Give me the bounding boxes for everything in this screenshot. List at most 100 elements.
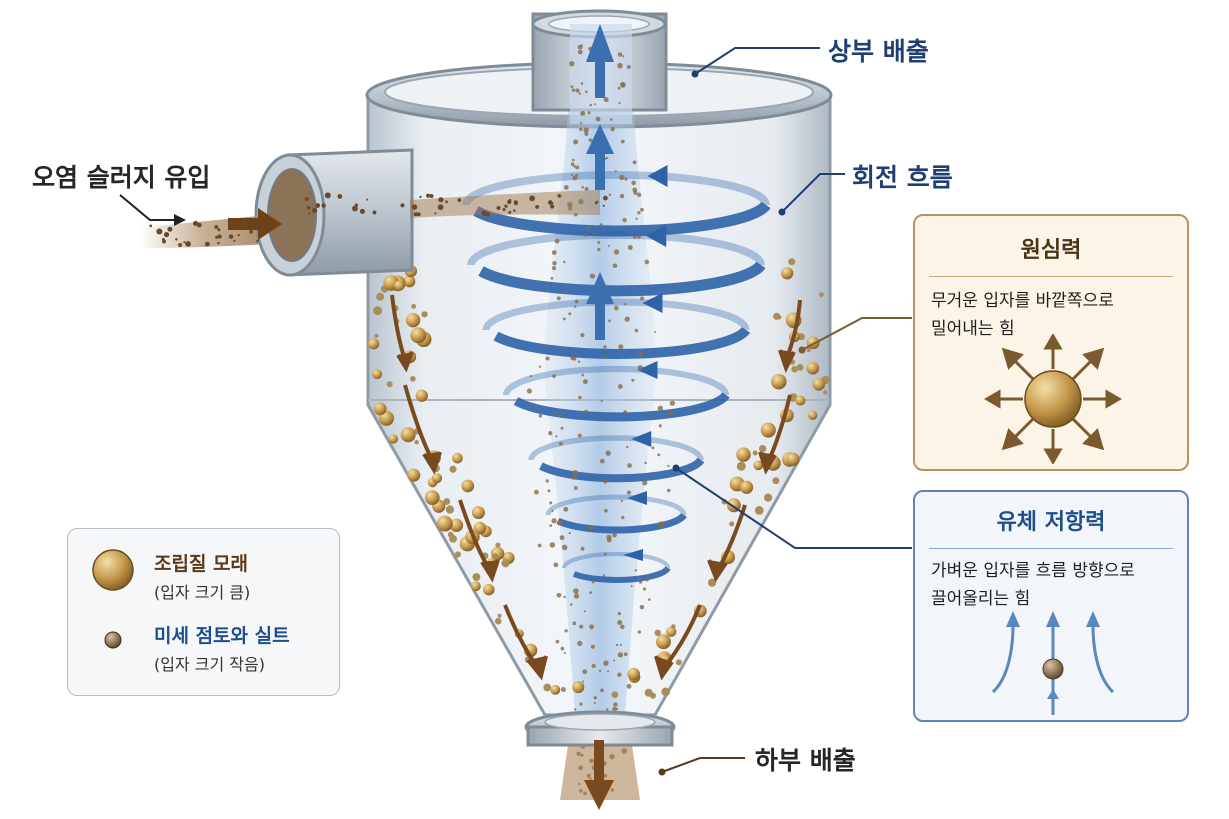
legend-coarse-size: (입자 크기 큼)	[154, 583, 251, 602]
fine-particle	[533, 489, 539, 495]
sand-particle	[415, 389, 428, 402]
fine-particle	[588, 525, 594, 531]
inlet-particle	[529, 195, 535, 202]
sand-particle	[806, 347, 811, 353]
sand-particle	[461, 479, 475, 493]
centrifugal-force-title: 원심력	[1020, 238, 1082, 263]
fine-particle	[640, 296, 645, 301]
fine-particle	[548, 431, 553, 436]
fine-particle	[613, 305, 619, 311]
sand-particle	[449, 518, 464, 532]
inlet-particle	[535, 204, 540, 209]
fine-particle	[651, 446, 655, 450]
fine-particle	[579, 624, 584, 629]
sand-particle	[543, 683, 552, 692]
inlet-particle	[228, 234, 234, 239]
sand-particle	[661, 687, 671, 697]
fine-particle	[626, 445, 629, 449]
sand-particle	[410, 376, 416, 382]
fine-particle	[572, 175, 578, 181]
fine-particle	[620, 81, 626, 88]
fine-particle	[657, 522, 663, 527]
sand-particle	[501, 559, 510, 568]
fine-particle	[608, 319, 611, 323]
fine-particle	[608, 193, 612, 197]
fine-particle	[545, 479, 549, 483]
fine-particle	[577, 640, 583, 647]
inlet-particle	[217, 228, 221, 232]
sand-particle	[431, 473, 443, 484]
fine-particle	[617, 612, 621, 616]
sand-particles	[368, 258, 830, 699]
sand-particle	[754, 506, 764, 515]
fine-particle	[620, 139, 625, 144]
inlet-particle	[411, 204, 418, 210]
fine-particle	[573, 165, 576, 168]
fine-particle	[549, 542, 556, 548]
fine-particle	[626, 490, 632, 495]
sand-particle	[649, 692, 656, 699]
fine-particle	[624, 177, 628, 181]
fine-particle	[618, 344, 624, 350]
inlet-particle	[457, 198, 462, 203]
fine-particle	[590, 644, 595, 649]
rotation-flow-spirals	[462, 165, 771, 583]
fine-particle	[582, 379, 588, 385]
flow-arrow-icon	[647, 165, 668, 187]
fine-particle	[619, 193, 625, 199]
fine-particle	[657, 405, 664, 412]
flow-arrow-icon	[642, 293, 663, 313]
spiral-front	[556, 512, 687, 534]
fine-particle	[526, 388, 532, 394]
fluid-drag-desc-1: 가벼운 입자를 흐름 방향으로	[931, 561, 1135, 581]
fine-particle	[604, 508, 608, 513]
fluid-drag-icon	[991, 611, 1115, 715]
fine-particle	[573, 588, 579, 594]
inlet-particle	[434, 212, 437, 215]
fine-particle	[595, 116, 601, 122]
fine-particle	[545, 356, 550, 361]
fine-particle	[556, 296, 561, 301]
fine-particle	[574, 708, 577, 711]
fine-particle	[642, 480, 648, 486]
fine-particle	[563, 506, 569, 512]
fine-particle	[560, 687, 566, 693]
fine-particle	[654, 330, 657, 333]
sand-particle	[758, 444, 767, 453]
fine-particle	[560, 426, 564, 430]
sand-particle	[666, 626, 677, 637]
sand-particle	[483, 583, 495, 596]
fine-particle	[562, 317, 566, 321]
inlet-particle	[233, 239, 236, 242]
centrifugal-force-icon	[984, 334, 1122, 464]
centrifugal-force-desc-2: 밀어내는 힘	[931, 319, 1015, 339]
sand-particle	[443, 498, 451, 505]
fine-particle	[597, 240, 601, 244]
inlet-particle	[549, 204, 555, 209]
fine-particle	[617, 86, 621, 90]
sand-particle	[407, 468, 421, 482]
sand-particle	[671, 624, 676, 629]
fine-particle	[554, 238, 560, 244]
inlet-particle	[185, 241, 191, 247]
fine-particle	[561, 544, 568, 551]
sand-particle	[372, 369, 383, 380]
sand-particle	[763, 493, 773, 502]
fine-particle	[570, 85, 574, 89]
fine-particle	[631, 180, 636, 186]
inlet-particle	[416, 212, 421, 217]
fine-particle	[636, 192, 642, 197]
inlet-particle	[426, 193, 431, 198]
fine-particle	[612, 532, 617, 538]
fine-particle	[633, 190, 638, 195]
fine-particle	[609, 118, 613, 121]
fine-particle	[549, 524, 553, 528]
sand-particle	[806, 361, 820, 375]
fine-particle	[600, 688, 604, 693]
fine-particle	[602, 574, 606, 577]
fine-particle	[600, 399, 603, 403]
rotation-flow-label: 회전 흐름	[852, 163, 953, 192]
sand-particle	[654, 629, 661, 637]
legend-fine-size: (입자 크기 작음)	[154, 655, 265, 674]
sand-particle	[400, 427, 416, 443]
